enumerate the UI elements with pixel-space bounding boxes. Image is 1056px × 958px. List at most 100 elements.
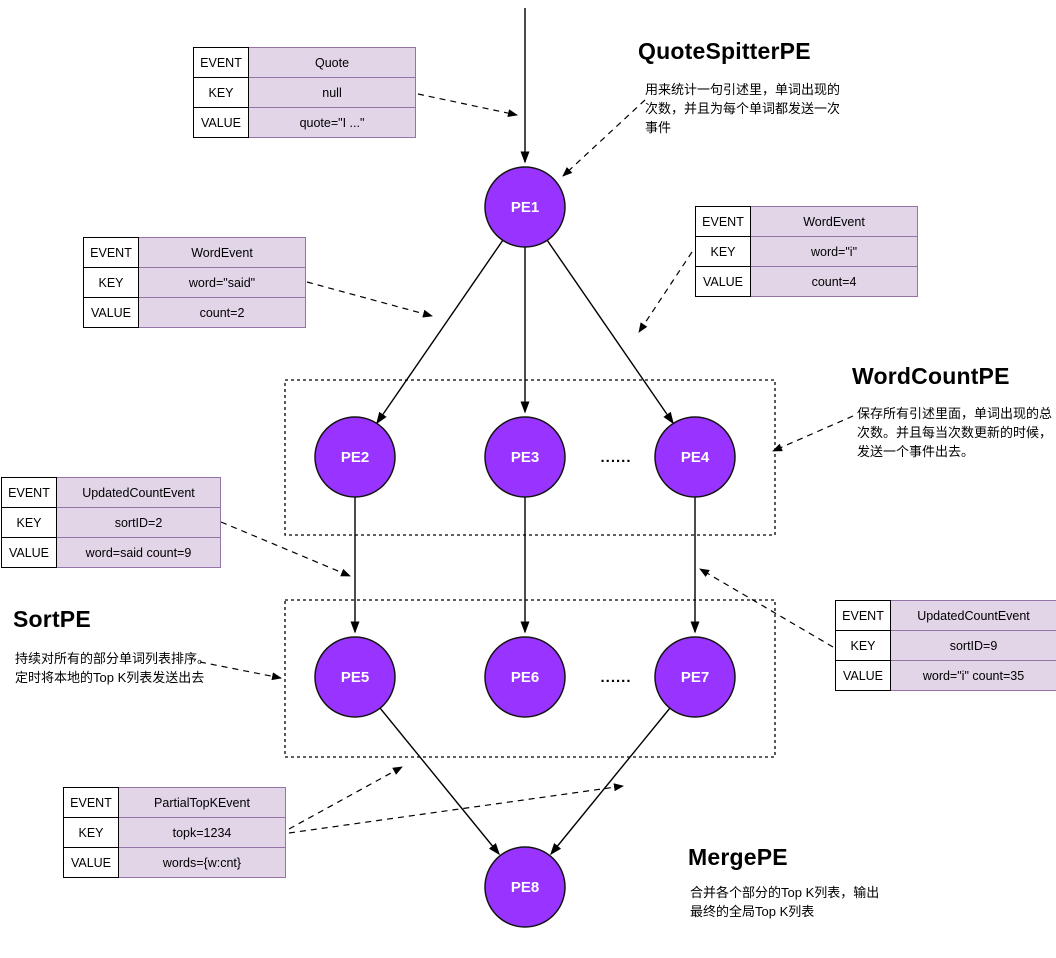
field-label-cell: EVENT: [695, 206, 751, 237]
field-value-cell: UpdatedCountEvent: [890, 600, 1056, 631]
pe-circle: [484, 166, 566, 248]
field-label-cell: VALUE: [1, 537, 57, 568]
field-value-cell: word="i": [750, 236, 918, 267]
pe-node-label: PE7: [681, 669, 709, 686]
pe-node-label: PE3: [511, 449, 539, 466]
wordcount-group-box: [284, 379, 776, 536]
field-label-cell: VALUE: [193, 107, 249, 138]
wordcountpe-title: WordCountPE: [852, 363, 1010, 389]
field-value-cell: count=2: [138, 297, 306, 328]
field-value-cell: Quote: [248, 47, 416, 78]
quotespitterpe-note: 用来统计一句引述里，单词出现的 次数，并且为每个单词都发送一次 事件: [645, 82, 841, 135]
dashed-arrow-updated-said-table-callout: [220, 521, 351, 577]
pe-circle: [484, 416, 566, 498]
field-label-cell: KEY: [63, 817, 119, 848]
field-label-cell: EVENT: [63, 787, 119, 818]
field-value-cell: PartialTopKEvent: [118, 787, 286, 818]
quotespitterpe-title: QuoteSpitterPE: [638, 38, 811, 64]
field-label-cell: EVENT: [835, 600, 891, 631]
dashed-arrow-sort-note-callout: [199, 661, 282, 681]
node-pe3: PE3: [484, 416, 566, 498]
ellipsis-dots: ......: [600, 669, 631, 686]
field-label-cell: KEY: [193, 77, 249, 108]
field-value-cell: quote="I ...": [248, 107, 416, 138]
arrow-pe1-to-pe4: [546, 239, 674, 425]
field-value-cell: word="i" count=35: [890, 660, 1056, 691]
arrow-pe7-to-pe8: [550, 707, 671, 856]
node-pe6: PE6: [484, 636, 566, 718]
group-boxes: [284, 379, 776, 758]
field-value-cell: WordEvent: [138, 237, 306, 268]
arrow-pe1-to-pe2: [376, 239, 504, 425]
node-pe5: PE5: [314, 636, 396, 718]
field-value-cell: null: [248, 77, 416, 108]
field-label-cell: EVENT: [83, 237, 139, 268]
field-value-cell: topk=1234: [118, 817, 286, 848]
pe-node-label: PE6: [511, 669, 539, 686]
pe-circle: [314, 636, 396, 718]
dashed-arrow-word-said-table-callout: [306, 281, 433, 318]
field-label-cell: VALUE: [63, 847, 119, 878]
dashed-arrow-updated-i-table-callout: [699, 568, 834, 648]
dashed-arrow-word-i-table-callout: [638, 251, 693, 333]
field-label-cell: VALUE: [835, 660, 891, 691]
pe-circle: [484, 636, 566, 718]
field-label-cell: KEY: [83, 267, 139, 298]
field-value-cell: word=said count=9: [56, 537, 221, 568]
node-pe2: PE2: [314, 416, 396, 498]
arrow-pe5-to-pe8: [379, 707, 500, 856]
pe-circle: [654, 416, 736, 498]
pe-circle: [314, 416, 396, 498]
field-label-cell: KEY: [835, 630, 891, 661]
ellipsis-dots: ......: [600, 449, 631, 466]
mergepe-note: 合并各个部分的Top K列表，输出 最终的全局Top K列表: [690, 885, 880, 919]
field-label-cell: EVENT: [1, 477, 57, 508]
dashed-arrow-partialtopk-callout-left: [288, 766, 403, 830]
mergepe-title: MergePE: [688, 844, 788, 870]
dashed-arrow-quotespitter-note-callout: [562, 99, 646, 177]
pe-circle: [484, 846, 566, 928]
pe-node-label: PE8: [511, 879, 539, 896]
pe-node-label: PE5: [341, 669, 369, 686]
dashed-arrow-partialtopk-callout-right: [288, 783, 624, 834]
node-pe1: PE1: [484, 166, 566, 248]
node-pe8: PE8: [484, 846, 566, 928]
node-pe7: PE7: [654, 636, 736, 718]
field-value-cell: word="said": [138, 267, 306, 298]
field-label-cell: KEY: [695, 236, 751, 267]
field-label-cell: VALUE: [695, 266, 751, 297]
field-label-cell: VALUE: [83, 297, 139, 328]
field-value-cell: words={w:cnt}: [118, 847, 286, 878]
field-value-cell: sortID=2: [56, 507, 221, 538]
dashed-arrow-quote-table-callout: [417, 93, 518, 118]
arrows: [199, 8, 854, 856]
dashed-arrow-wordcount-note-callout: [772, 415, 854, 452]
field-value-cell: count=4: [750, 266, 918, 297]
field-value-cell: sortID=9: [890, 630, 1056, 661]
